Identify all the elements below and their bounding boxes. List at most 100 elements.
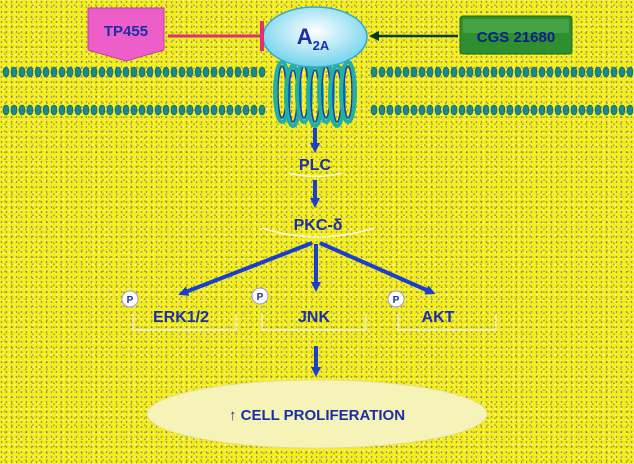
membrane-bead <box>226 104 234 116</box>
membrane-bead <box>442 104 450 116</box>
membrane-bead <box>562 66 570 78</box>
cell-proliferation-oval <box>146 379 488 449</box>
akt-node: P AKT <box>387 290 497 331</box>
plc-node: PLC <box>288 157 343 178</box>
membrane-bead <box>58 104 66 116</box>
arrow-pkc-to-erk <box>178 241 313 296</box>
membrane-bead <box>370 104 378 116</box>
membrane-bead <box>114 66 122 78</box>
membrane-bead <box>138 66 146 78</box>
membrane-bead <box>514 104 522 116</box>
membrane-bead <box>586 66 594 78</box>
membrane-bead <box>498 66 506 78</box>
akt-phospho-circle <box>387 290 405 308</box>
erk-phospho-circle <box>121 290 139 308</box>
membrane-bead <box>378 66 386 78</box>
membrane-bead <box>522 66 530 78</box>
membrane-bead <box>530 66 538 78</box>
membrane-bead <box>554 66 562 78</box>
membrane-bead <box>578 104 586 116</box>
membrane-bead <box>378 104 386 116</box>
membrane-bead <box>386 104 394 116</box>
akt-phospho-label: P <box>393 295 400 306</box>
membrane-bead <box>490 104 498 116</box>
membrane-bead <box>450 104 458 116</box>
membrane-bead <box>202 66 210 78</box>
erk12-node: P ERK1/2 <box>121 290 237 331</box>
membrane-bead <box>618 66 626 78</box>
cell-proliferation-node: ↑ CELL PROLIFERATION <box>146 379 488 449</box>
membrane-bead <box>50 66 58 78</box>
membrane-bead <box>410 66 418 78</box>
membrane-bead <box>426 66 434 78</box>
membrane-bead <box>626 104 634 116</box>
membrane-bead <box>106 104 114 116</box>
membrane-bead <box>18 66 26 78</box>
membrane-bead <box>498 104 506 116</box>
membrane-bead <box>522 104 530 116</box>
membrane-bead <box>98 104 106 116</box>
membrane-bead <box>218 104 226 116</box>
plc-underline <box>288 172 343 178</box>
cgs21680-label: CGS 21680 <box>477 29 555 46</box>
membrane-bead <box>538 104 546 116</box>
membrane-bead <box>450 66 458 78</box>
erk-phospho-label: P <box>127 295 134 306</box>
membrane-bead <box>426 104 434 116</box>
membrane-bead <box>458 66 466 78</box>
membrane-bead <box>194 104 202 116</box>
membrane-bead <box>474 66 482 78</box>
membrane-bead <box>74 66 82 78</box>
cell-proliferation-label: ↑ CELL PROLIFERATION <box>229 407 405 424</box>
membrane-bead <box>82 66 90 78</box>
membrane-bead <box>122 104 130 116</box>
membrane-bead <box>234 104 242 116</box>
membrane-inner-leaflet <box>2 104 634 116</box>
receptor-transmembrane-helices <box>273 60 357 128</box>
receptor-label: A2A <box>297 24 330 53</box>
membrane-bead <box>98 66 106 78</box>
pkc-underline <box>261 227 375 238</box>
membrane-bead <box>562 104 570 116</box>
membrane-bead <box>2 104 10 116</box>
cgs21680-agonist: CGS 21680 <box>369 15 573 55</box>
membrane-bead <box>122 66 130 78</box>
membrane-bead <box>402 104 410 116</box>
jnk-phospho-circle <box>251 287 269 305</box>
membrane-bead <box>154 104 162 116</box>
membrane-bead <box>10 66 18 78</box>
plc-label: PLC <box>299 157 331 174</box>
membrane-bead <box>162 104 170 116</box>
membrane-bead <box>146 66 154 78</box>
membrane-bead <box>106 66 114 78</box>
membrane-bead <box>66 66 74 78</box>
membrane-bead <box>490 66 498 78</box>
jnk-node: P JNK <box>251 287 367 331</box>
membrane-bead <box>474 104 482 116</box>
erk12-label: ERK1/2 <box>153 309 209 326</box>
membrane-bead <box>82 104 90 116</box>
akt-label: AKT <box>422 309 455 326</box>
membrane-bead <box>2 66 10 78</box>
membrane-bead <box>218 66 226 78</box>
membrane-bead <box>442 66 450 78</box>
cgs21680-badge-highlight <box>463 19 569 33</box>
membrane-bead <box>194 66 202 78</box>
membrane-bead <box>386 66 394 78</box>
akt-bracket <box>397 314 497 331</box>
membrane-bead <box>162 66 170 78</box>
membrane-bead <box>50 104 58 116</box>
membrane-bead <box>410 104 418 116</box>
membrane-bead <box>26 66 34 78</box>
membrane-bead <box>434 104 442 116</box>
membrane-bead <box>138 104 146 116</box>
membrane-bead <box>202 104 210 116</box>
membrane-bead <box>506 66 514 78</box>
membrane-bead <box>506 104 514 116</box>
jnk-label: JNK <box>298 309 330 326</box>
membrane-bead <box>418 104 426 116</box>
membrane-bead <box>594 66 602 78</box>
membrane-bead <box>186 66 194 78</box>
membrane-bead <box>154 66 162 78</box>
